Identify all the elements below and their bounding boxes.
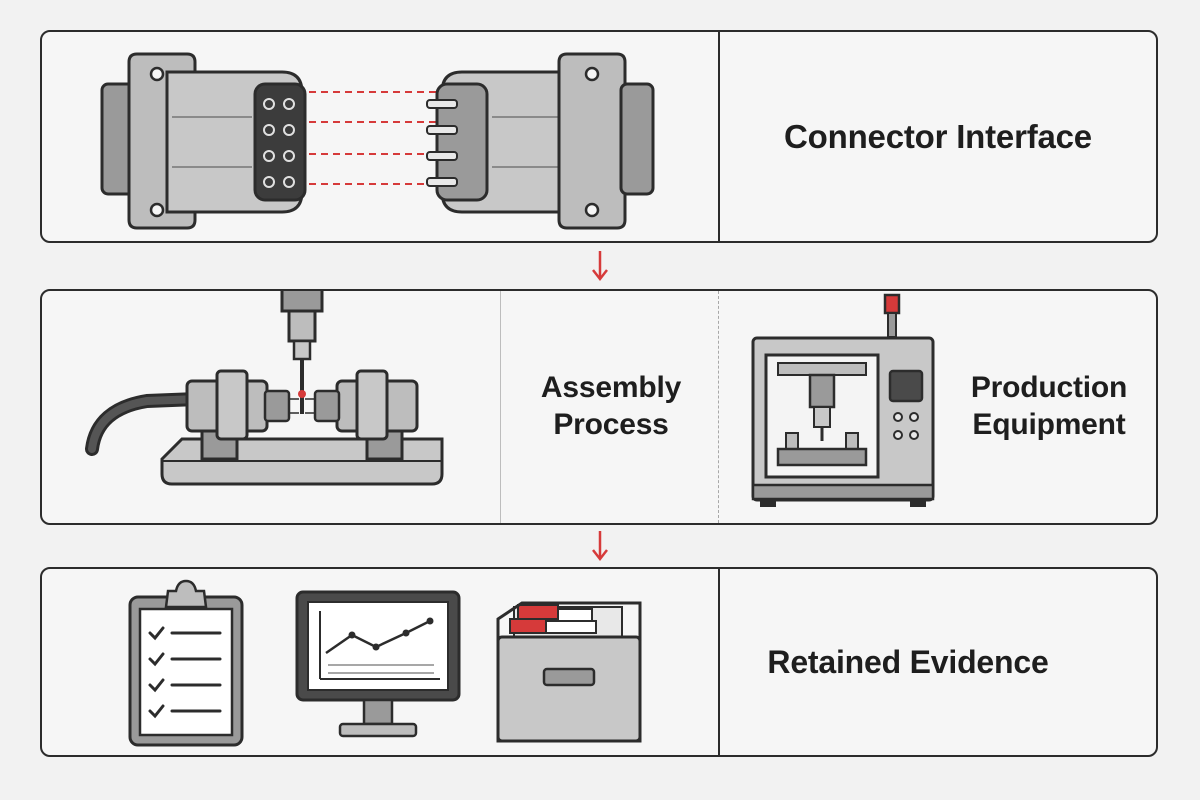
production-equipment-line-1: Production — [970, 371, 1128, 405]
assembly-fixture-icon — [85, 291, 444, 486]
file-drawer-icon — [496, 601, 642, 743]
panel-divider — [500, 291, 501, 523]
assembly-process-label: Assembly Process — [502, 291, 720, 523]
connector-interface-panel: Connector Interface — [40, 30, 1158, 243]
assembly-panel: Assembly Process Production Equipment — [40, 289, 1158, 525]
monitor-chart-icon — [295, 590, 461, 738]
panel-divider — [718, 569, 720, 755]
connector-interface-text: Connector Interface — [784, 117, 1092, 155]
panel-divider — [718, 32, 720, 241]
panel-divider-dashed — [718, 291, 719, 523]
retained-evidence-panel: Retained Evidence — [40, 567, 1158, 757]
assembly-process-line-2: Process — [553, 408, 669, 441]
connector-pair-icon — [100, 52, 655, 230]
assembly-process-line-1: Assembly — [540, 371, 682, 405]
cnc-machine-icon — [751, 293, 935, 507]
production-equipment-line-2: Equipment — [972, 408, 1126, 441]
connector-interface-label: Connector Interface — [720, 32, 1156, 241]
down-arrow-icon — [592, 531, 608, 562]
retained-evidence-text: Retained Evidence — [767, 643, 1049, 680]
checklist-clipboard-icon — [128, 579, 244, 747]
production-equipment-label: Production Equipment — [938, 291, 1156, 523]
down-arrow-icon — [592, 251, 608, 282]
retained-evidence-label: Retained Evidence — [720, 569, 1156, 755]
